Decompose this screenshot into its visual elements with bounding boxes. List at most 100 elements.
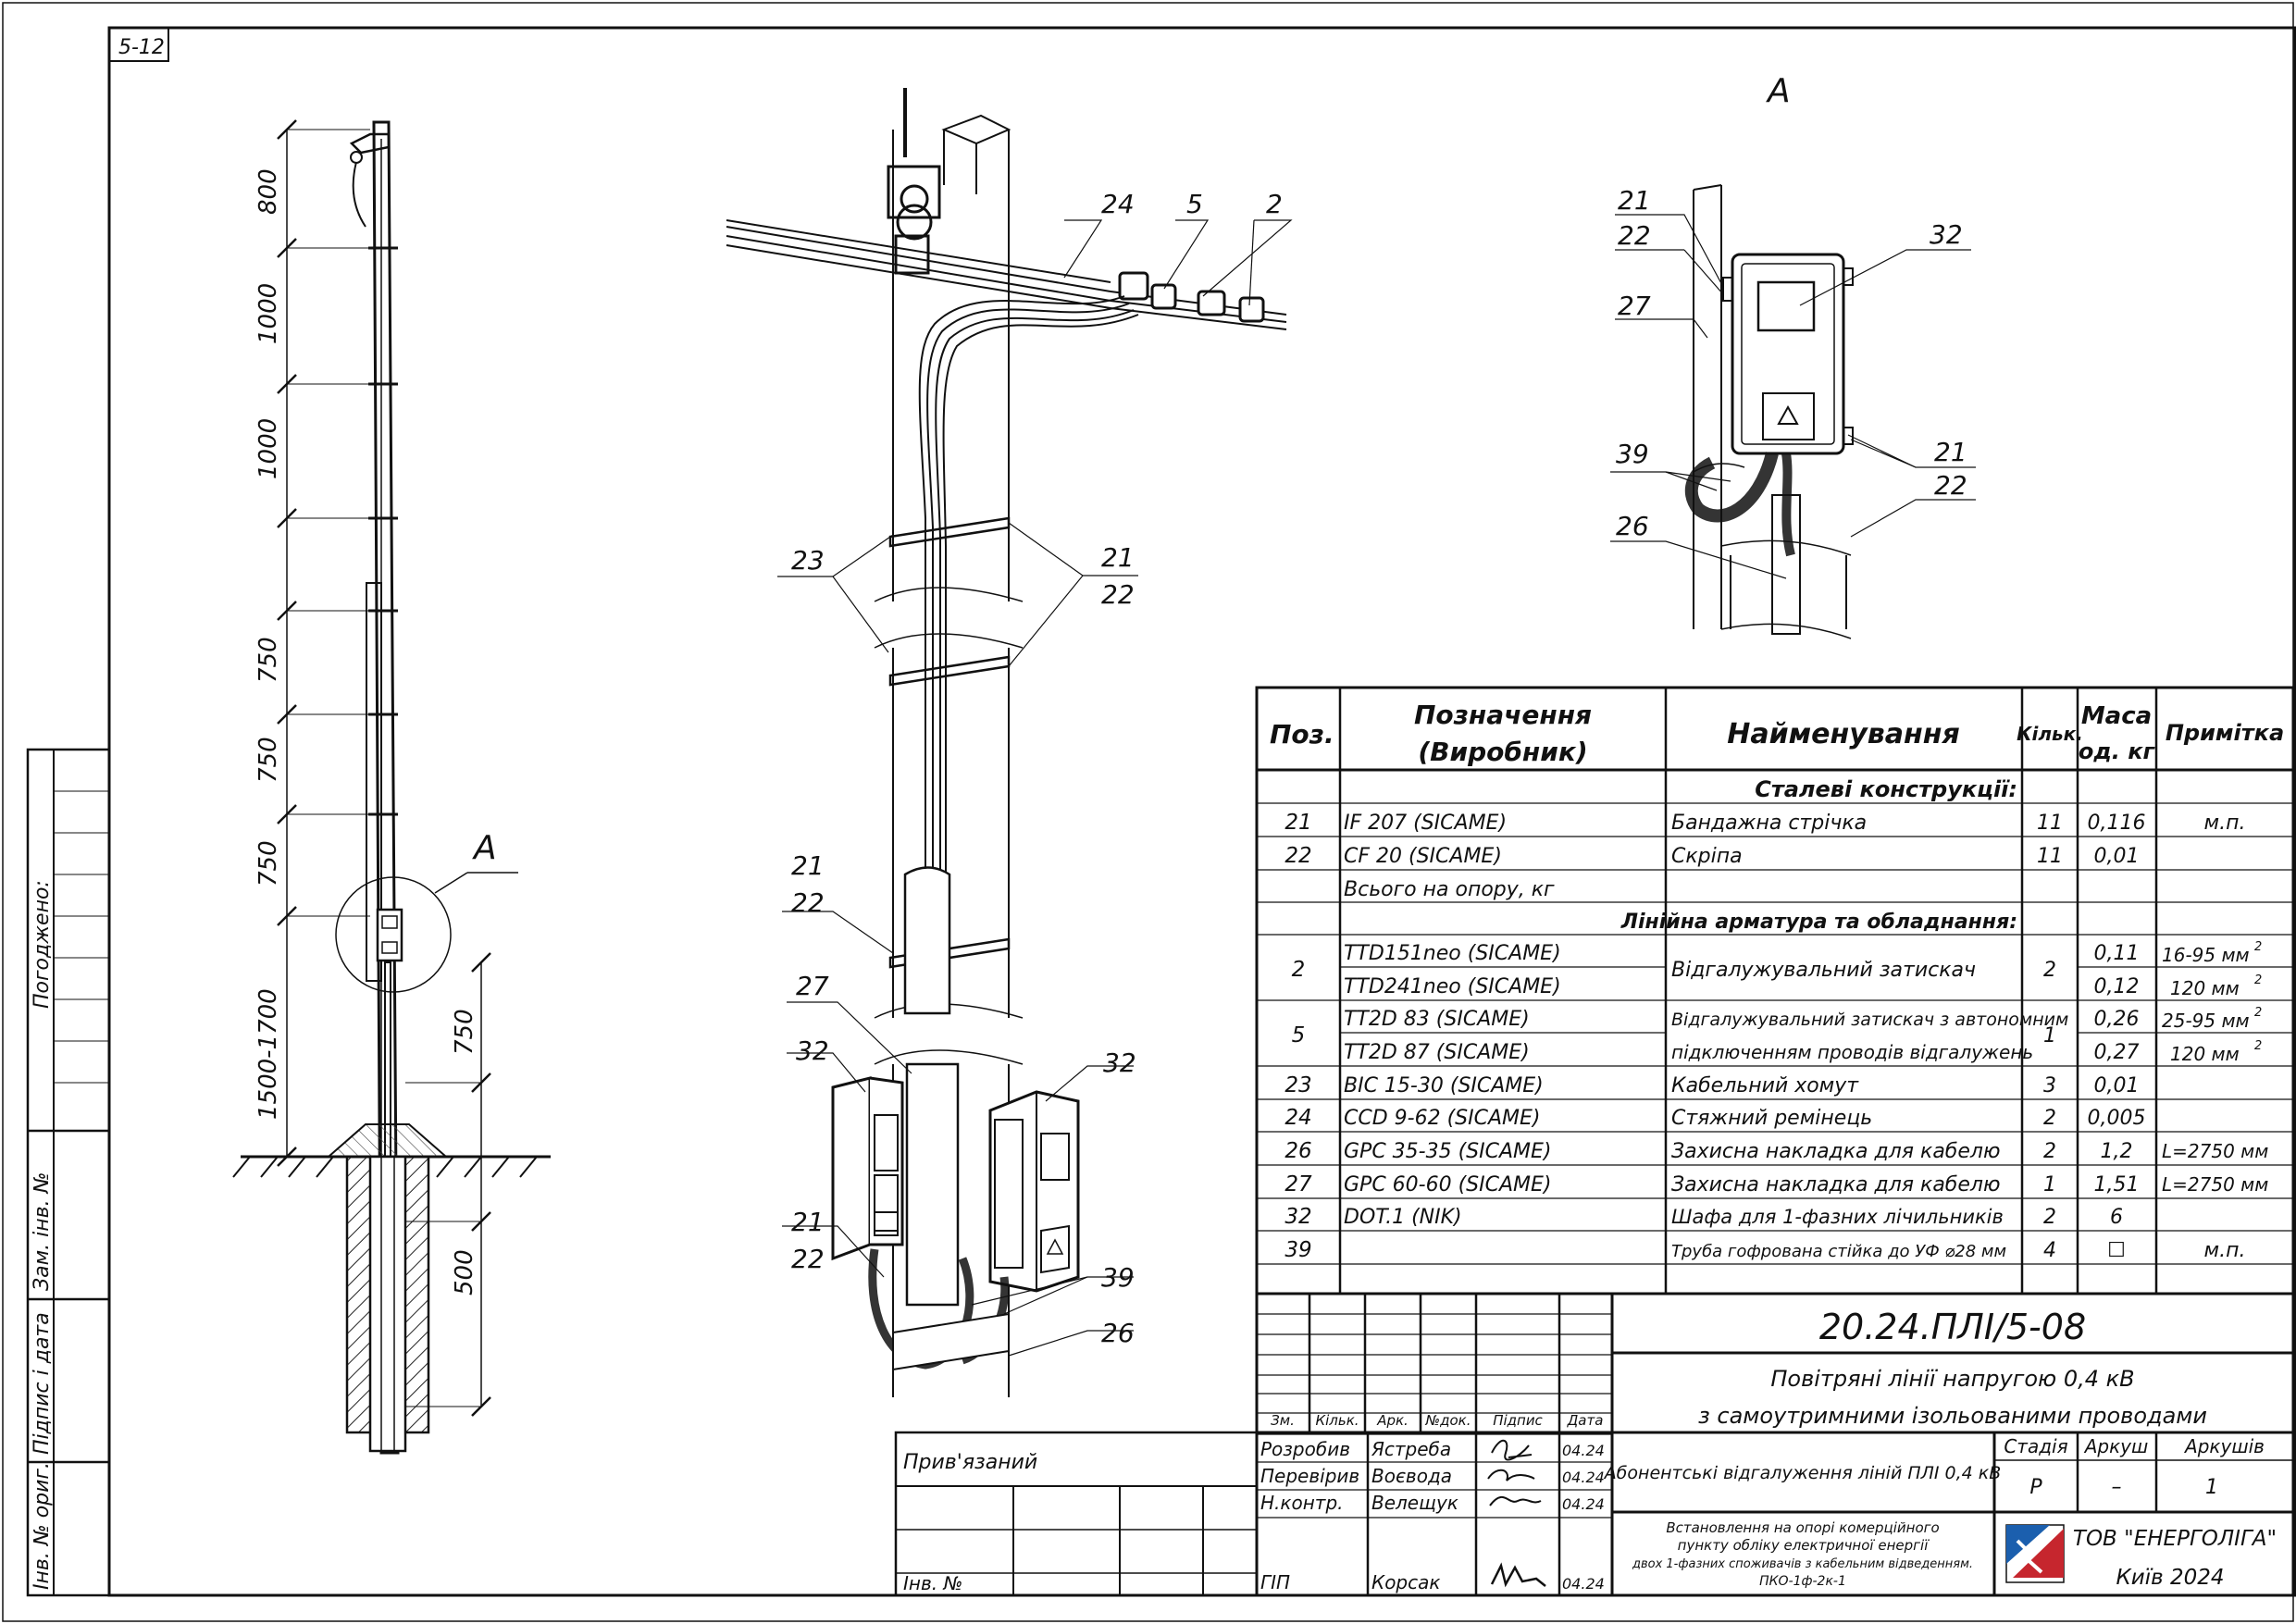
col-ndok: №док. xyxy=(1425,1412,1471,1429)
detail-label-22-b: 22 xyxy=(1934,470,1967,501)
th-mass-2: од. кг xyxy=(2079,738,2156,764)
r2-mass1: 0,11 xyxy=(2094,942,2140,965)
dim-1000-a: 1000 xyxy=(254,283,282,344)
detail-a xyxy=(1684,184,1854,639)
iso-leaders xyxy=(777,219,1293,1357)
r2-note2: 120 мм xyxy=(2170,977,2240,999)
callout-a: A xyxy=(472,829,497,867)
r2-sup2: 2 xyxy=(2254,973,2262,987)
label-32-left: 32 xyxy=(796,1035,829,1066)
r5-mass1: 0,26 xyxy=(2094,1008,2140,1031)
r5-note1: 25-95 мм xyxy=(2162,1010,2250,1032)
sheets-value: 1 xyxy=(2205,1476,2218,1499)
r24-pos: 24 xyxy=(1285,1106,1311,1130)
name-developer: Ястреба xyxy=(1371,1438,1451,1460)
r32-mass: 6 xyxy=(2110,1206,2123,1229)
r27-note: L=2750 мм xyxy=(2162,1173,2268,1196)
dim-1000-b: 1000 xyxy=(254,418,282,479)
th-pos: Поз. xyxy=(1270,719,1334,750)
strip-replaced-inv: Зам. інв. № xyxy=(31,1172,54,1292)
r26-qty: 2 xyxy=(2043,1140,2056,1163)
detail-label-21-b: 21 xyxy=(1934,437,1967,467)
sheet-label: 5-12 xyxy=(118,36,165,59)
sheet-title: Абонентські відгалуження ліній ПЛІ 0,4 к… xyxy=(1603,1463,2002,1483)
col-ark: Арк. xyxy=(1376,1412,1409,1429)
label-21-b: 21 xyxy=(791,850,825,881)
r23-pos: 23 xyxy=(1285,1073,1311,1097)
r2-note1: 16-95 мм xyxy=(2162,944,2250,966)
detail-a-title: A xyxy=(1766,72,1791,110)
th-designation-2: (Виробник) xyxy=(1418,737,1587,767)
r5-note2: 120 мм xyxy=(2170,1043,2240,1065)
r5-pos: 5 xyxy=(1292,1023,1306,1048)
label-22-a: 22 xyxy=(1101,579,1135,610)
r5-sup1: 2 xyxy=(2254,1006,2262,1020)
r5-qty: 1 xyxy=(2043,1024,2056,1048)
name-checker: Воєвода xyxy=(1371,1465,1452,1487)
r21-pos: 21 xyxy=(1285,811,1311,835)
r2-des2: TTD241neo (SICAME) xyxy=(1344,975,1561,998)
stage-header: Стадія xyxy=(2004,1435,2067,1457)
r27-des: GPC 60-60 (SICAME) xyxy=(1344,1173,1552,1196)
r39-name: Труба гофрована стійка до УФ ⌀28 мм xyxy=(1671,1242,2006,1261)
detail-label-22-a: 22 xyxy=(1618,220,1651,251)
r32-name: Шафа для 1-фазних лічильників xyxy=(1671,1206,2004,1228)
r39-mass: ☐ xyxy=(2107,1239,2126,1262)
detail-leaders xyxy=(1610,214,1976,579)
r27-qty: 1 xyxy=(2043,1173,2056,1196)
detail-label-21-a: 21 xyxy=(1618,185,1651,216)
col-signature: Підпис xyxy=(1493,1412,1543,1429)
r2-mass2: 0,12 xyxy=(2094,975,2140,998)
title-line-1: Повітряні лінії напругою 0,4 кВ xyxy=(1770,1366,2134,1392)
title-block xyxy=(894,1292,2295,1597)
strip-signature-date: Підпис і дата xyxy=(31,1312,54,1455)
role-checker: Перевірив xyxy=(1260,1465,1359,1487)
isometric-pole xyxy=(726,88,1287,1397)
r22-name: Скріпа xyxy=(1671,845,1743,868)
doc-code: 20.24.ПЛІ/5-08 xyxy=(1819,1307,2086,1347)
sheet-label-box xyxy=(108,27,169,62)
dim-750-a: 750 xyxy=(254,637,282,683)
spec-table xyxy=(1255,686,2295,1295)
r32-pos: 32 xyxy=(1285,1205,1311,1229)
r5-sup2: 2 xyxy=(2254,1039,2262,1053)
date-gip: 04.24 xyxy=(1562,1575,1605,1593)
col-zm: Зм. xyxy=(1271,1412,1295,1429)
title-line-2: з самоутримними ізольованими проводами xyxy=(1698,1403,2207,1429)
r21-qty: 11 xyxy=(2037,812,2063,835)
r39-qty: 4 xyxy=(2043,1239,2056,1262)
strip-orig-inv: Інв. № ориг. xyxy=(31,1462,54,1590)
dim-800: 800 xyxy=(254,168,282,215)
th-note: Примітка xyxy=(2166,720,2284,746)
name-gip: Корсак xyxy=(1371,1571,1440,1593)
r21-des: IF 207 (SICAME) xyxy=(1344,812,1507,835)
th-qty: Кільк. xyxy=(2017,723,2083,745)
r39-note: м.п. xyxy=(2204,1239,2246,1262)
r2-name: Відгалужувальний затискач xyxy=(1671,959,1976,982)
dim-500: 500 xyxy=(451,1249,478,1295)
total-per-pole: Всього на опору, кг xyxy=(1344,878,1555,901)
date-checker: 04.24 xyxy=(1562,1469,1605,1486)
company-name: ТОВ "ЕНЕРГОЛІГА" xyxy=(2073,1527,2277,1551)
sheets-header: Аркушів xyxy=(2183,1435,2265,1457)
r21-name: Бандажна стрічка xyxy=(1671,812,1867,835)
drawing-frame xyxy=(107,26,2296,1597)
r2-sup1: 2 xyxy=(2254,940,2262,954)
role-gip: ГІП xyxy=(1260,1571,1290,1593)
r23-name: Кабельний хомут xyxy=(1671,1074,1859,1097)
r24-name: Стяжний ремінець xyxy=(1671,1107,1872,1130)
r2-qty: 2 xyxy=(2043,959,2056,982)
dim-750-b: 750 xyxy=(254,737,282,783)
label-26: 26 xyxy=(1101,1318,1135,1348)
r22-des: CF 20 (SICAME) xyxy=(1344,845,1502,868)
sheet-header: Аркуш xyxy=(2083,1435,2149,1457)
date-developer: 04.24 xyxy=(1562,1442,1605,1459)
desc-line-3: двох 1-фазних споживачів з кабельним від… xyxy=(1632,1557,1973,1571)
r24-qty: 2 xyxy=(2043,1107,2056,1130)
label-22-c: 22 xyxy=(791,1244,825,1274)
th-designation-1: Позначення xyxy=(1414,700,1592,730)
r5-name1: Відгалужувальний затискач з автономним xyxy=(1671,1010,2068,1030)
th-name: Найменування xyxy=(1727,718,1959,750)
desc-line-4: ПКО-1ф-2к-1 xyxy=(1759,1574,1846,1589)
r39-pos: 39 xyxy=(1285,1238,1311,1262)
